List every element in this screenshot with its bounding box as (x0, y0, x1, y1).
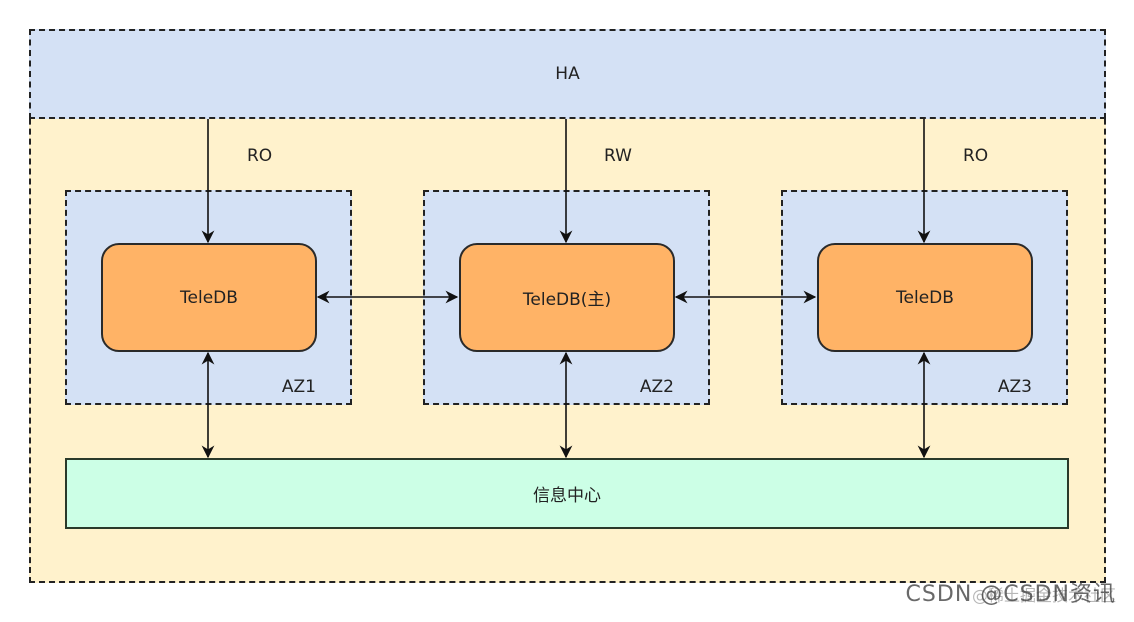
edge-label-az2: RW (604, 146, 632, 166)
node-label: TeleDB (180, 287, 238, 308)
watermark-primary: CSDN @CSDN资讯 (905, 582, 1116, 607)
watermark-secondary: @稀土掘金技术社区 (971, 586, 1116, 605)
ha-label: HA (555, 64, 580, 84)
edge-label-az1: RO (247, 146, 273, 166)
teledb-node-az3: TeleDB (817, 243, 1033, 352)
zone-label: AZ2 (639, 377, 674, 397)
zone-label: AZ1 (281, 377, 316, 397)
node-label: TeleDB (896, 287, 954, 308)
info-center-label: 信息中心 (533, 486, 601, 506)
teledb-node-az1: TeleDB (101, 243, 317, 352)
ha-band: HA (29, 29, 1106, 119)
teledb-node-az2-primary: TeleDB(主) (459, 243, 675, 352)
zone-label: AZ3 (997, 377, 1032, 397)
info-center: 信息中心 (65, 458, 1069, 529)
node-label: TeleDB(主) (522, 290, 612, 310)
edge-label-az3: RO (963, 146, 989, 166)
